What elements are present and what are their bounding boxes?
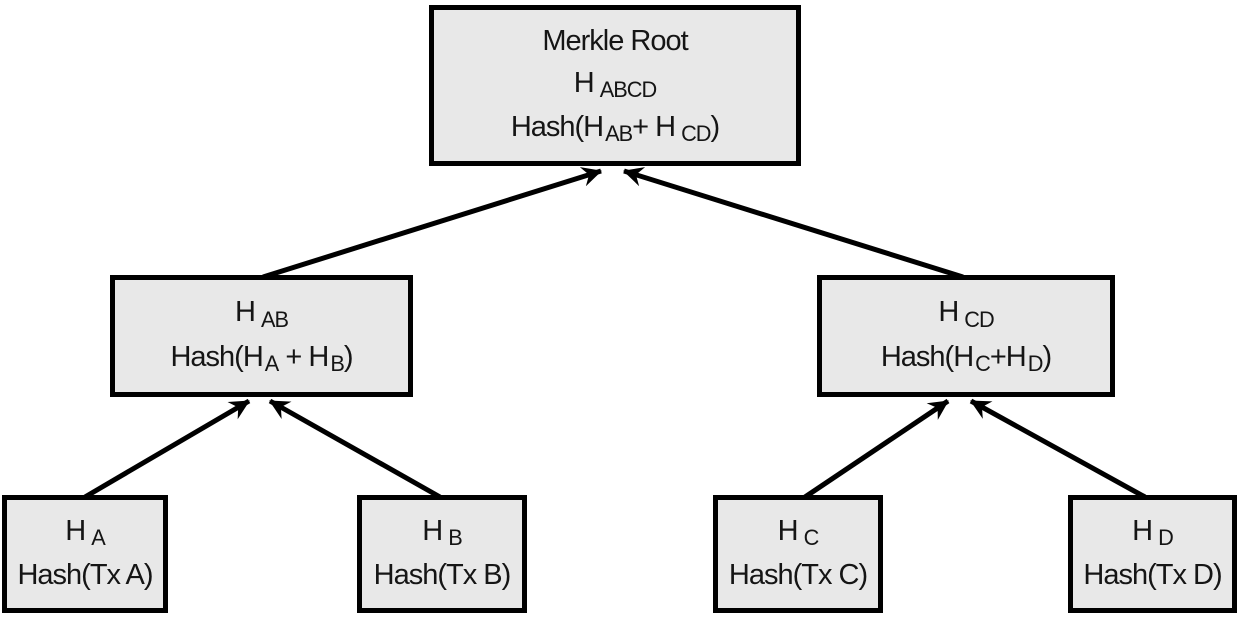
formula-subscript: D [1027,350,1044,376]
formula-part: + H [278,340,329,373]
formula-part: + H [632,111,676,144]
hash-symbol: H [573,66,595,99]
hash-subscript: B [448,525,462,551]
formula-subscript: AB [605,121,633,147]
formula-part: Hash(H [510,111,604,144]
h-d-formula: Hash(Tx D) [1083,559,1222,592]
h-b-formula: Hash(Tx B) [373,559,512,592]
hash-subscript: A [91,525,105,551]
hash-subscript: AB [260,306,289,332]
h-a-formula: Hash(Tx A) [17,559,153,592]
hash-subscript: ABCD [599,77,657,103]
formula-part: ) [343,340,354,373]
edge-h-a-to-h-ab [83,398,251,500]
hash-symbol: H [938,296,959,329]
hash-subscript: D [1158,525,1174,551]
h-c-formula: Hash(Tx C) [728,559,868,592]
hash-symbol: H [1132,515,1153,548]
hash-symbol: H [235,296,256,329]
formula-subscript: C [975,350,991,376]
formula-subscript: B [330,350,344,376]
hash-symbol: H [422,515,443,548]
edge-h-c-to-h-cd [803,398,950,500]
formula-subscript: CD [681,121,711,147]
formula-part: Hash(H [880,340,974,373]
edge-h-d-to-h-cd [969,398,1147,500]
hash-subscript: CD [964,306,994,332]
formula-part: ) [1042,340,1052,373]
h-cd-formula: Hash(HC+HD) [880,340,1052,376]
h-ab-formula: Hash(HA + HB) [170,340,354,376]
edge-h-b-to-h-ab [268,398,442,500]
formula-subscript: A [264,350,279,376]
formula-part: Hash(H [170,340,263,373]
formula-part: +H [989,340,1027,373]
hash-symbol: H [777,515,799,548]
hash-symbol: H [65,515,86,548]
hash-subscript: C [803,525,820,551]
formula-part: ) [710,111,721,144]
merkle-root-title: Merkle Root [542,24,688,57]
edge-h-ab-to-root [262,167,602,280]
edge-h-cd-to-root [623,167,964,280]
